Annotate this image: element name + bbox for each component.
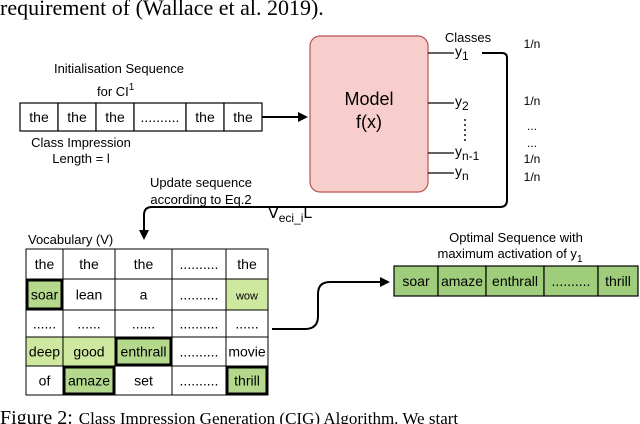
vocab-word: the [35,256,55,272]
optimal-token-box [485,265,545,297]
class-outputs: y1 1/n y2 1/n yn-1 1/n yn 1/n [428,37,540,184]
init-token-box [57,102,97,132]
optimal-sequence: soar amaze enthrall.......... thrill [393,265,639,297]
vocab-cell [114,278,173,311]
class-impression-label: Class Impression [31,135,131,150]
vocab-word: lean [76,287,102,303]
vocab-word: good [73,344,104,360]
model-function: f(x) [356,112,382,132]
vocab-cell [171,278,227,311]
vocab-word: the [79,256,99,272]
vocab-word: movie [228,344,266,360]
vocab-word: .......... [180,373,219,389]
vocab-cell [225,309,269,338]
optimal-title: Optimal Sequence with [449,230,583,245]
optimal-token-box [597,265,639,297]
init-token-box [223,102,263,132]
class-impression-length: Length = l [52,151,110,166]
init-token-text: the [67,109,87,125]
vocab-cell [62,309,116,338]
class-output-label: y2 [455,93,469,113]
vocab-cell [225,336,269,367]
init-sequence: the the the.......... the the [19,102,263,132]
init-sequence-title: Initialisation Sequence [54,61,184,76]
vocab-cell [171,309,227,338]
vocab-cell [114,309,173,338]
vocab-word: wow [235,291,258,303]
optimal-token-text: thrill [605,273,631,289]
figure-caption: Figure 2:Class Impression Generation (CI… [0,407,458,424]
class-prob: 1/n [524,37,541,51]
prob-dots-2: ... [527,136,537,150]
vocab-word: .......... [180,287,219,303]
vocab-cell [225,278,269,311]
vocab-word: the [134,256,154,272]
vocab-word: the [237,256,257,272]
optimal-token-box [393,265,439,297]
init-token-text: the [29,109,49,125]
vocabulary-title: Vocabulary (V) [28,232,113,247]
vocab-word: ...... [132,316,155,332]
vocab-cell [225,248,269,280]
vocab-cell [25,309,64,338]
vocab-word: amaze [68,373,110,389]
class-output-label: yn [455,163,469,183]
model-box [309,35,429,193]
model-title: Model [344,89,393,109]
init-token-box [19,102,59,132]
class-prob: 1/n [524,152,541,166]
init-token-text: the [195,109,215,125]
vocab-to-optimal-arrow [272,277,390,330]
vocab-cell [171,336,227,367]
class-prob: 1/n [524,94,541,108]
init-token-text: .......... [141,109,180,125]
vocab-selected-outline [62,365,116,396]
vocab-word: .......... [180,256,219,272]
vocab-word: deep [29,344,60,360]
feedback-arrow [139,52,508,240]
vocab-word: .......... [180,316,219,332]
vocab-word: of [39,373,51,389]
optimal-token-text: enthrall [492,273,538,289]
update-label-eq: according to Eq.2 [150,192,251,207]
optimal-token-box [437,265,487,297]
optimal-subtitle: maximum activation of y1 [438,246,583,265]
init-token-text: the [105,109,125,125]
init-token-box [95,102,135,132]
classes-title: Classes [445,30,492,45]
vocab-cell [114,248,173,280]
vocab-word: enthrall [121,344,167,360]
vocab-cell [25,248,64,280]
prob-dots-1: ... [527,119,537,133]
class-output-label: yn-1 [455,143,480,163]
vocabulary-grid: the the the.......... the soar lean a.........… [25,248,269,396]
init-token-box [185,102,225,132]
vocab-selected-outline [225,365,269,396]
vocab-word: ...... [33,316,56,332]
init-sequence-subtitle: for CI1 [97,82,135,99]
vocab-word: ...... [235,316,258,332]
optimal-token-text: .......... [552,273,591,289]
update-label: Update sequence [150,175,252,190]
class-output-label: y1 [455,43,469,63]
vocab-selected-outline [25,278,64,311]
vocab-selected-outline [114,336,173,367]
vocab-word: ...... [77,316,100,332]
gradient-label: ∇eci_iL [267,205,312,225]
vocab-word: thrill [234,373,260,389]
class-prob: 1/n [524,170,541,184]
vocab-word: soar [31,287,59,303]
header-text: requirement of (Wallace et al. 2019). [0,0,324,20]
vocab-word: a [140,287,148,303]
optimal-token-text: soar [402,273,430,289]
vocab-word: set [134,373,153,389]
vocab-word: .......... [180,344,219,360]
optimal-token-text: amaze [441,273,483,289]
init-token-text: the [233,109,253,125]
